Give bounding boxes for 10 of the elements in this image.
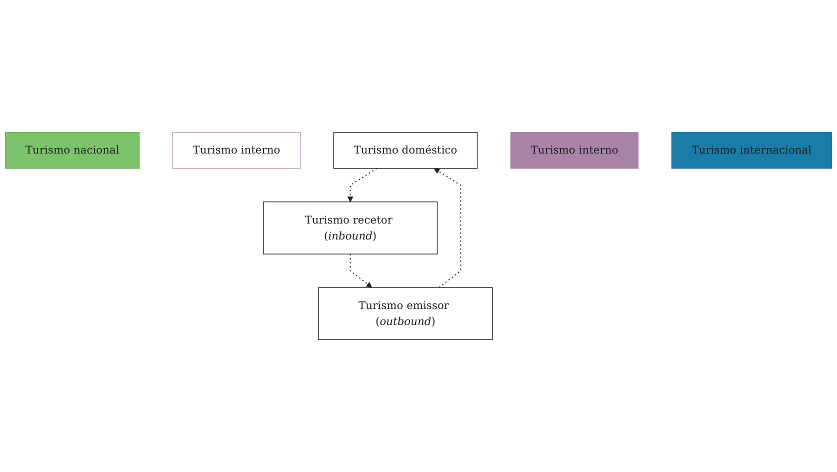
arrow (434, 168, 462, 288)
node-box: Turismo internacional (671, 132, 832, 169)
node-box: Turismo doméstico (333, 132, 478, 169)
arrow (347, 168, 378, 202)
node-box: Turismo nacional (5, 132, 140, 169)
node-box: Turismo emissor (outbound) (318, 287, 493, 340)
node-box: Turismo recetor (inbound) (263, 202, 438, 254)
node-box: Turismo interno (172, 132, 301, 169)
arrow (350, 254, 372, 288)
node-box: Turismo interno (510, 132, 639, 169)
